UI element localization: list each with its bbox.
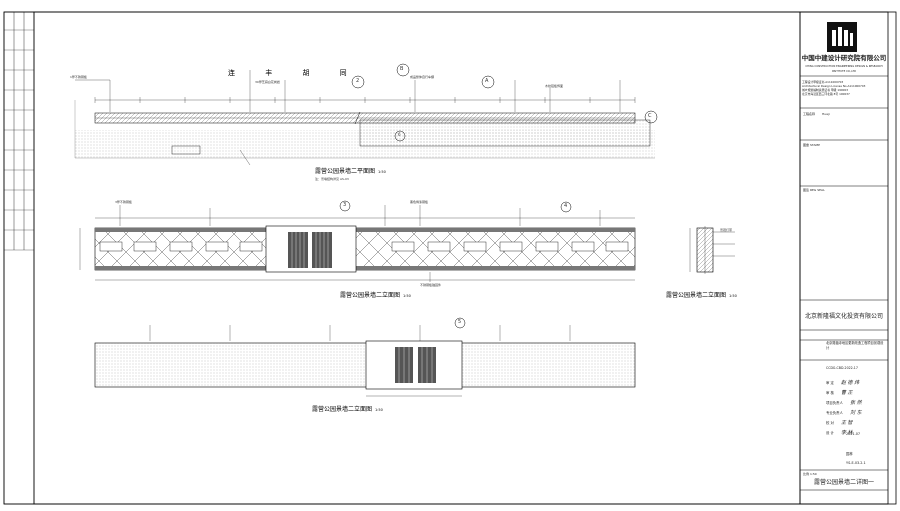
callout-4: 4 [564,203,568,209]
project-label: 工程名称 [803,112,816,116]
role-name: 刘 东 [850,410,862,416]
scale-label: 比例 1:50 [803,472,817,476]
plan-note: 注：景墙结构详见 AS-03 [315,177,349,181]
role-name: 赵 德 炜 [840,380,860,386]
role-label: 专业负责人 [826,411,843,415]
annotation: 木纹铝板饰面 [545,84,564,88]
project-number: CCDG-CBD-2022-17 [826,366,858,370]
street-name: 连 丰 胡 同 [228,69,361,77]
annotation: 30厚芝麻白花岗岩 [255,80,280,84]
role-name: 曹 正 [840,390,853,396]
drawing-date: 2021.07 [846,432,861,436]
project-name: 北京隆福寺地区更新改造工程项目景观设计 [826,341,884,350]
role-row: 项目负责人 张 然 [826,398,886,408]
plan-scale: 1:50 [378,170,386,174]
role-label: 审 定 [826,381,834,385]
callout-c: C [648,113,652,119]
drawing-title: 露营公园景墙二详图一 [813,479,874,486]
drawing-number: YS-E-03.2.1 [846,461,866,465]
annotation: 黑色烤漆钢板 [410,200,429,204]
section-scale: 1:50 [375,408,383,412]
role-row: 审 核 曹 正 [826,388,886,398]
annotation: 景观灯带 [720,228,733,232]
annotation: 3厚不锈钢板 [115,200,132,204]
role-label: 审 核 [826,391,834,395]
company-name: 中国中建设计研究院有限公司 [801,54,887,62]
reg-seal-label: 图签 REG SEAL [803,188,825,192]
callout-b: B [400,66,404,72]
role-name: 李 林 [840,430,853,436]
cert-line: 城乡规划编制资质证书 甲级 190003 [802,88,849,92]
roles-list: 审 定 赵 德 炜 审 核 曹 正 项目负责人 张 然 专业负责人 刘 东 校 … [826,378,886,438]
client-name: 北京新隆福文化投资有限公司 [804,313,883,320]
role-name: 张 然 [850,400,862,406]
role-label: 项目负责人 [826,401,843,405]
role-row: 专业负责人 刘 东 [826,408,886,418]
callout-6: 6 [398,132,401,137]
project-label-row: 工程名称 Huaji [803,112,891,117]
role-label: 设 计 [826,431,834,435]
stamp-label: 图章 STAMP [803,143,820,147]
role-row: 设 计 李 林 [826,428,886,438]
company-name-en: CHINA CONSTRUCTION ENGINEERING DESIGN & … [805,65,883,73]
project-value: Huaji [821,112,830,116]
discipline: 园林 [846,452,853,456]
role-row: 校 对 王 智 [826,418,886,428]
cert-line: Architectural Design License No.A1110007… [802,84,866,88]
role-label: 校 对 [826,421,834,425]
callout-2: 2 [356,78,360,84]
role-row: 审 定 赵 德 炜 [826,378,886,388]
callout-3: 3 [343,202,347,208]
callout-a: A [485,78,489,84]
plan-title-text: 露营公园景墙二平面图 [315,168,376,175]
elevation1-scale: 1:50 [403,294,411,298]
elevation2-scale: 1:50 [729,294,737,298]
cert-line: 工程设计甲级证书 A111000703 [802,80,844,84]
cert-lines: 工程设计甲级证书 A111000703 Architectural Design… [802,80,890,96]
elevation2-title-text: 露营公园景墙二立面图 [666,292,727,299]
annotation: 成品整体自行车棚 [410,75,435,79]
annotation: 不锈钢板锚固件 [420,283,442,287]
annotation: 1厚不锈钢板 [70,75,87,79]
cert-line: 北京市海淀区西三环北路 8号 100037 [802,92,850,96]
callout-5: 5 [458,319,462,325]
section-title-text: 露营公园景墙二立面图 [312,406,373,413]
elevation1-title-text: 露营公园景墙二立面图 [340,292,401,299]
role-name: 王 智 [840,420,853,426]
